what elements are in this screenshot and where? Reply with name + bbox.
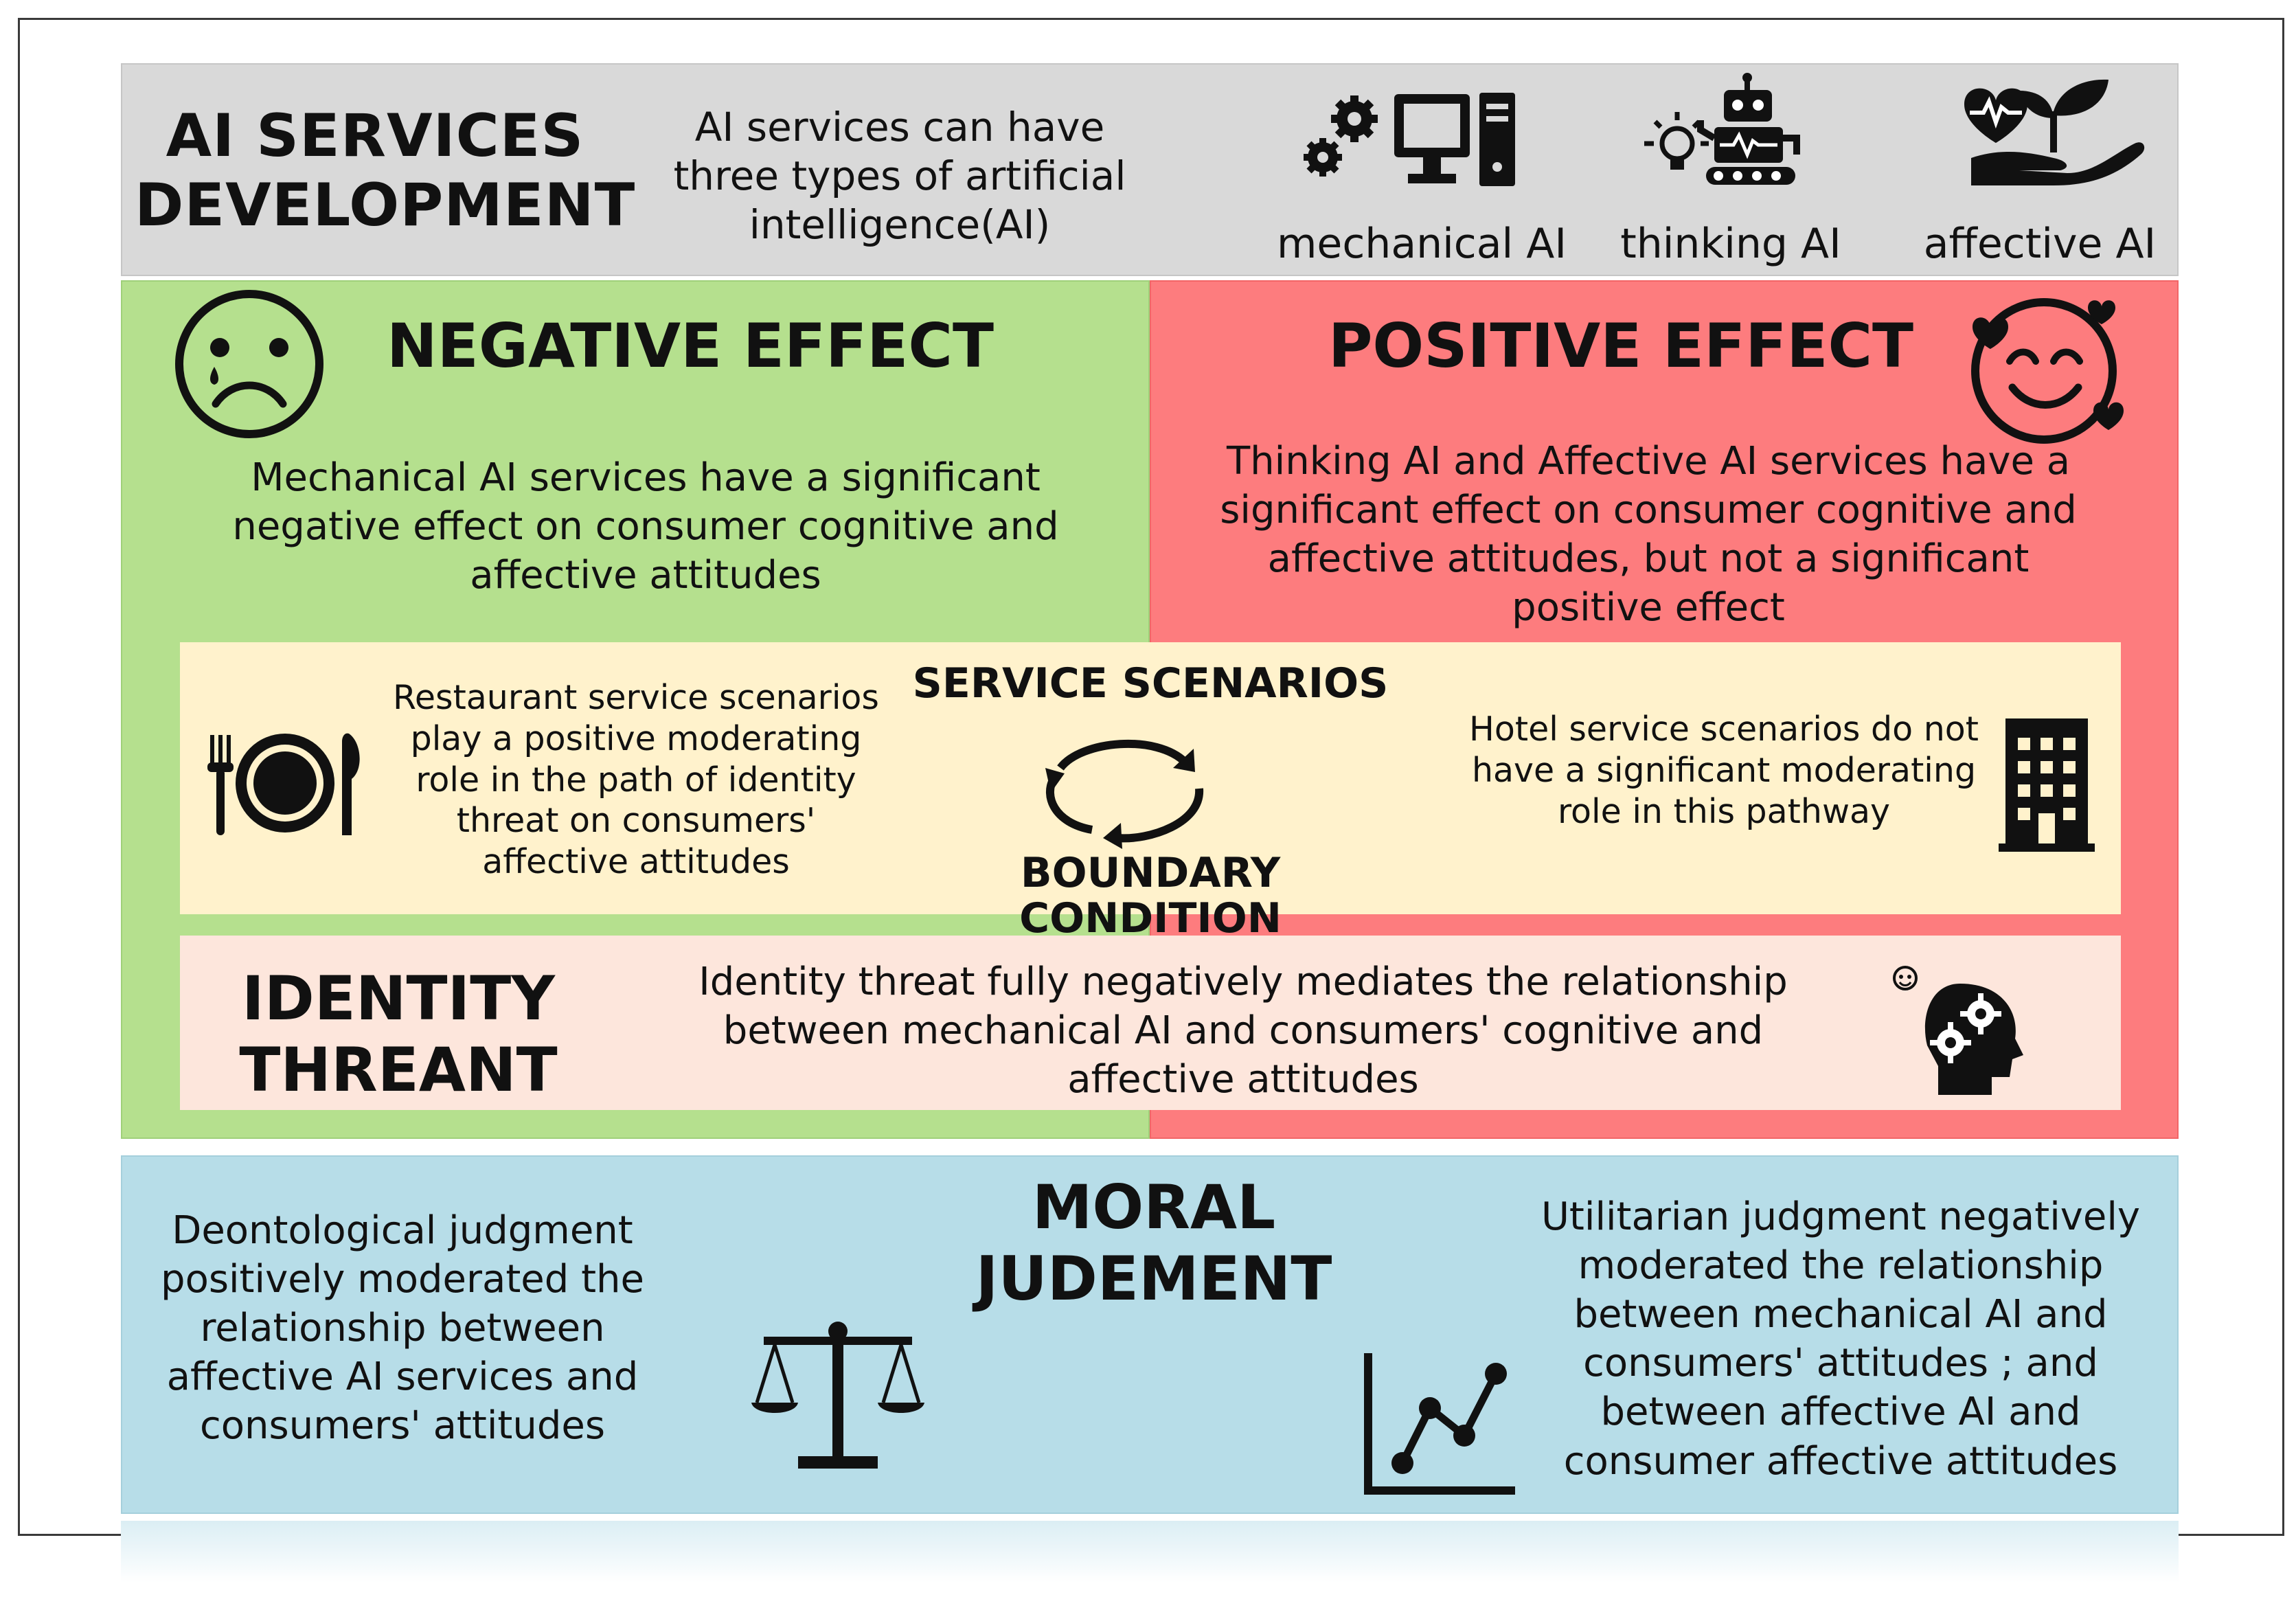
line-chart-icon (1361, 1346, 1523, 1497)
utilitarian-judgment-text: Utilitarian judgment negatively moderate… (1541, 1194, 2141, 1484)
moral-judgement-title: MORAL JUDEMENT (975, 1172, 1332, 1314)
identity-threat-title: IDENTITY THREANT (239, 963, 558, 1105)
hotel-building-icon (1992, 710, 2102, 854)
gears-computer-icon (1298, 86, 1532, 196)
header-panel (121, 63, 2179, 276)
mechanical-ai-label: mechanical AI (1276, 220, 1567, 268)
bottom-fade-strip (121, 1521, 2179, 1583)
robot-lightbulb-icon (1635, 72, 1813, 189)
positive-effect-text: Thinking AI and Affective AI services ha… (1220, 439, 2077, 631)
service-scenarios-title: SERVICE SCENARIOS (912, 659, 1389, 707)
scales-icon (750, 1313, 926, 1478)
positive-effect-title: POSITIVE EFFECT (1328, 310, 1914, 381)
hotel-scenario-text: Hotel service scenarios do not have a si… (1469, 710, 1979, 831)
sad-face-icon (170, 288, 328, 440)
identity-threat-panel (180, 936, 2121, 1110)
thinking-ai-label: thinking AI (1620, 220, 1841, 268)
negative-effect-text: Mechanical AI services have a significan… (232, 455, 1059, 598)
restaurant-scenario-text: Restaurant service scenarios play a posi… (393, 678, 879, 882)
identity-threat-text: Identity threat fully negatively mediate… (698, 960, 1788, 1102)
service-scenarios-panel (180, 642, 2121, 914)
boundary-condition-title: BOUNDARY CONDITION (1019, 849, 1282, 942)
header-intro: AI services can have three types of arti… (673, 104, 1126, 248)
head-gears-icon (1889, 963, 2047, 1100)
moral-judgement-panel (121, 1155, 2179, 1514)
negative-effect-title: NEGATIVE EFFECT (387, 310, 994, 381)
cycle-arrows-icon (1026, 720, 1225, 850)
header-title: AI SERVICES DEVELOPMENT (135, 102, 636, 240)
plate-cutlery-icon (199, 728, 371, 838)
affective-ai-label: affective AI (1923, 220, 2157, 268)
heart-hand-plant-icon (1951, 77, 2150, 187)
love-face-icon (1964, 294, 2129, 445)
deontological-judgment-text: Deontological judgment positively modera… (161, 1208, 644, 1449)
